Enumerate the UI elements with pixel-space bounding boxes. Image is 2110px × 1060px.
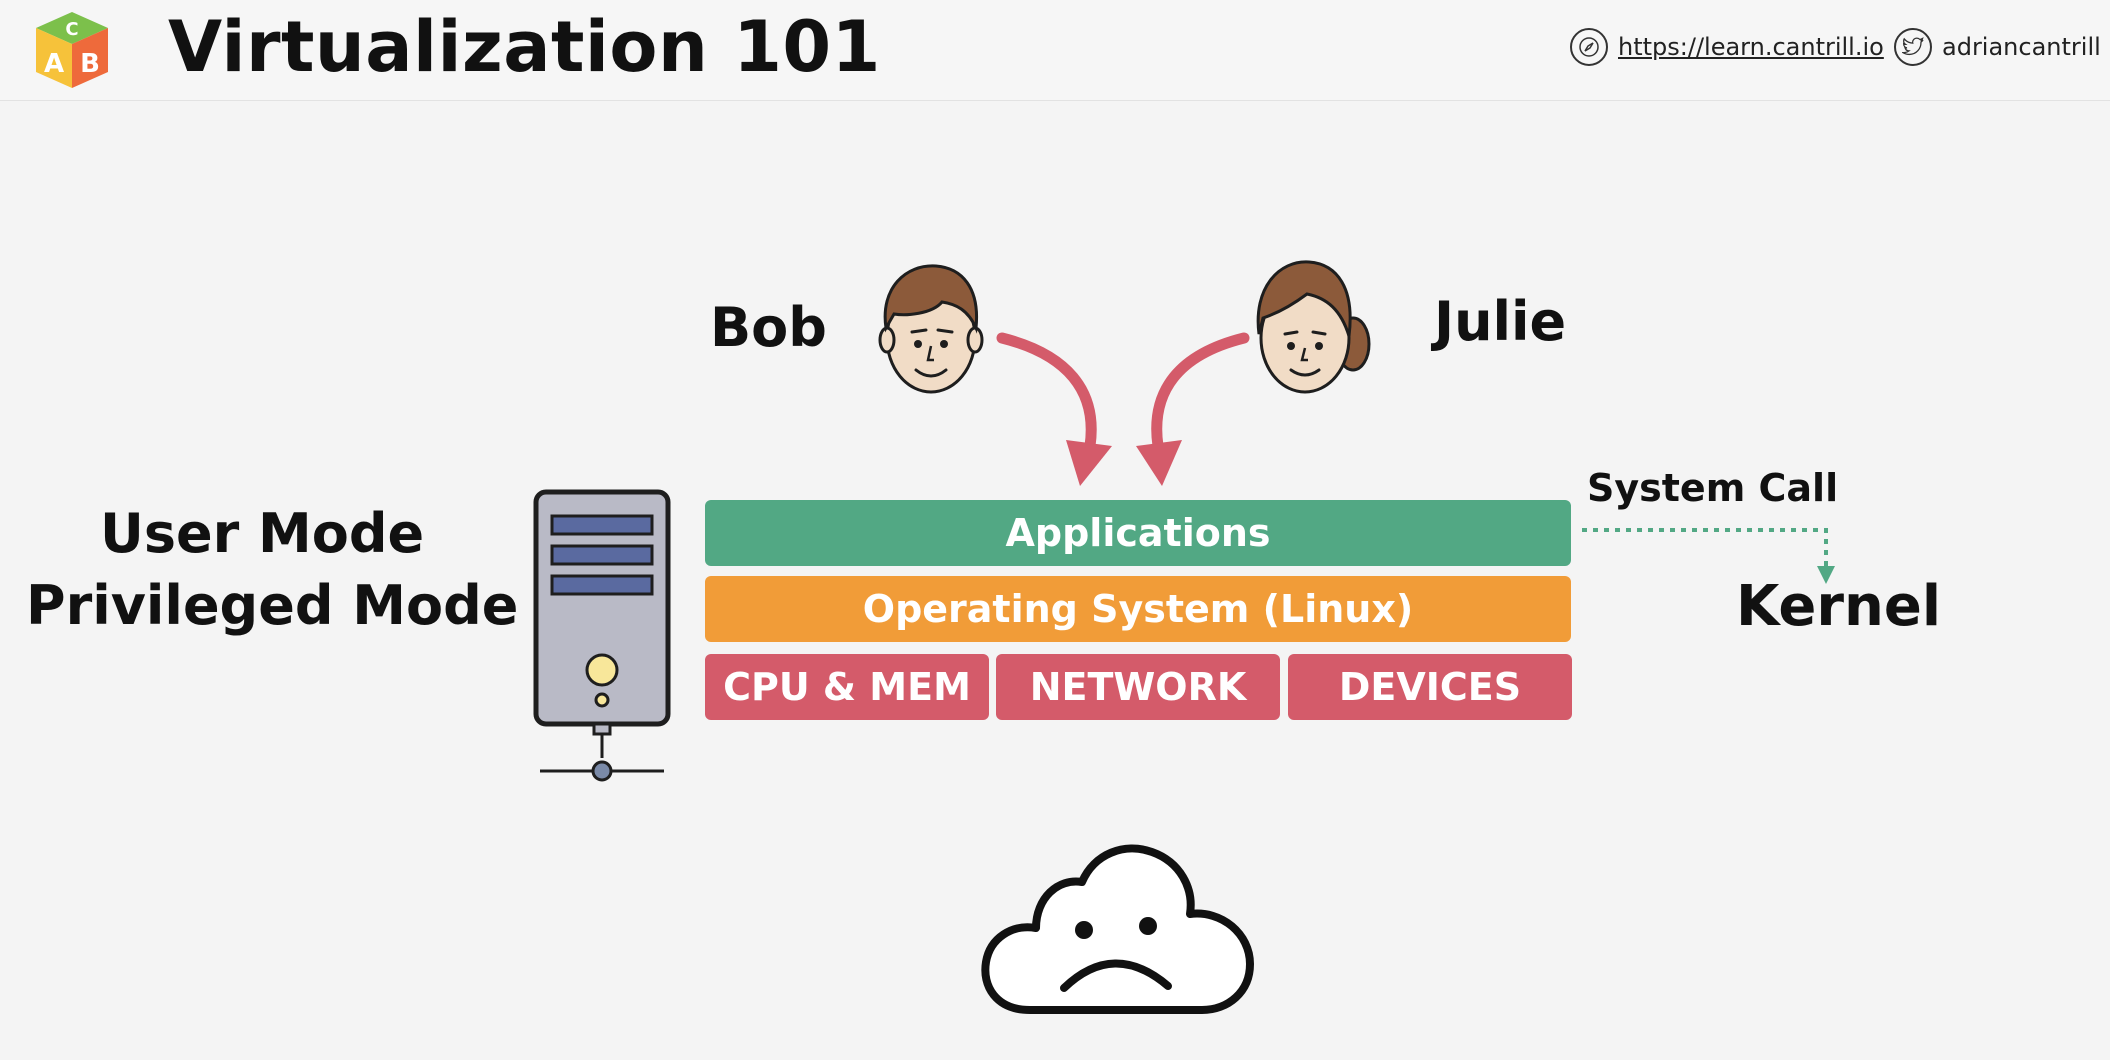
- hardware-devices-block: DEVICES: [1288, 654, 1572, 720]
- hardware-network-block: NETWORK: [996, 654, 1280, 720]
- hardware-cpu-mem-block: CPU & MEM: [705, 654, 989, 720]
- bob-label: Bob: [710, 296, 827, 359]
- logo-letter-c: C: [65, 19, 78, 40]
- bob-arrow: [996, 332, 1112, 486]
- compass-icon: [1570, 28, 1608, 66]
- julie-label: Julie: [1434, 290, 1567, 353]
- system-call-line: [1582, 528, 1835, 584]
- person-julie-icon: [1256, 260, 1371, 394]
- sad-cloud-icon: [981, 844, 1254, 1014]
- applications-layer: Applications: [705, 500, 1571, 566]
- system-call-label: System Call: [1587, 466, 1839, 510]
- twitter-icon: [1894, 28, 1932, 66]
- logo-letter-a: A: [44, 49, 64, 79]
- twitter-link[interactable]: adriancantrill: [1894, 28, 2101, 66]
- server-tower-icon: [533, 489, 671, 782]
- person-bob-icon: [878, 264, 984, 394]
- page-title: Virtualization 101: [168, 6, 881, 88]
- privileged-mode-label: Privileged Mode: [26, 574, 519, 637]
- header-bar: C A B Virtualization 101 https://learn.c…: [0, 0, 2110, 101]
- julie-arrow: [1136, 332, 1250, 486]
- site-link[interactable]: https://learn.cantrill.io: [1570, 28, 1884, 66]
- site-link-text[interactable]: https://learn.cantrill.io: [1618, 33, 1884, 61]
- user-mode-label: User Mode: [100, 502, 425, 565]
- twitter-handle-text[interactable]: adriancantrill: [1942, 33, 2101, 61]
- operating-system-layer: Operating System (Linux): [705, 576, 1571, 642]
- abc-block-logo: C A B: [36, 12, 108, 88]
- logo-letter-b: B: [80, 49, 100, 79]
- kernel-label: Kernel: [1736, 574, 1942, 639]
